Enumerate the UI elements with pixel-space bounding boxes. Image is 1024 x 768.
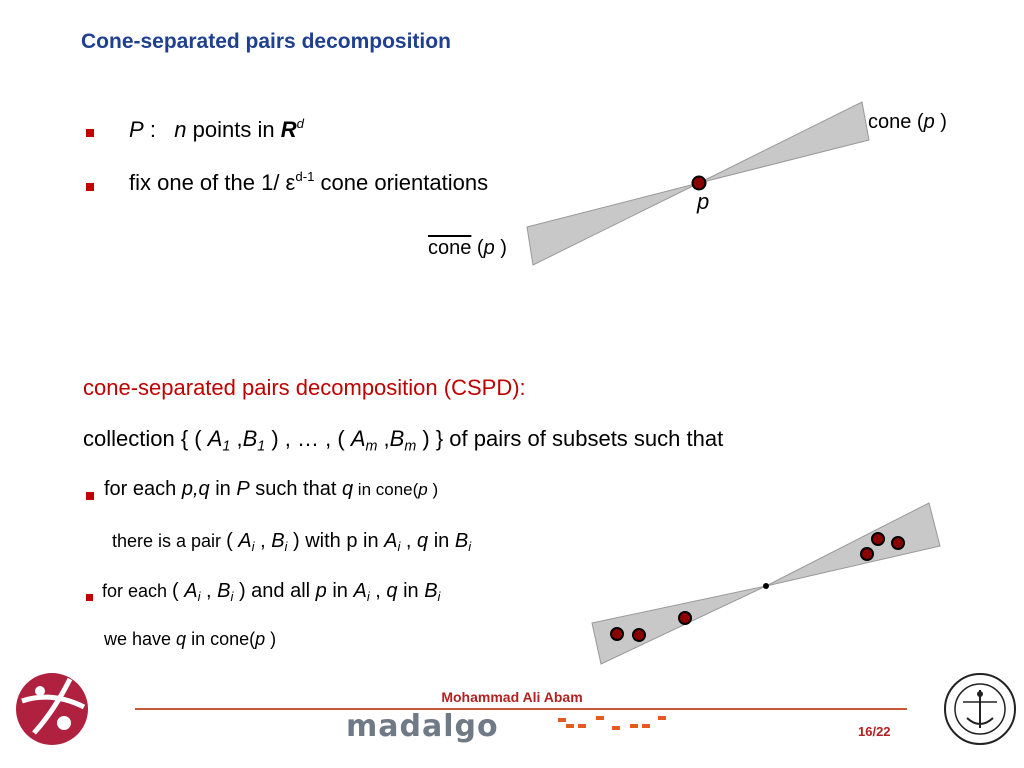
cspd-condition-2b: we have q in cone(p ): [104, 629, 277, 649]
cone-p-label: cone (p ): [868, 111, 947, 133]
cspd-condition-1: for each p,q in P such that q in cone(p …: [104, 478, 439, 500]
point-a1: [678, 611, 692, 625]
cone-p-region: [698, 101, 870, 184]
bullet-marker-2: [86, 178, 94, 196]
cone-bar-p-region: [526, 182, 700, 266]
point-a2: [610, 627, 624, 641]
university-logo-left: [16, 673, 88, 745]
point-b2: [891, 536, 905, 550]
point-b1: [871, 532, 885, 546]
bullet-marker-1: [86, 124, 94, 142]
university-seal-right: [944, 673, 1016, 745]
cone-region-upper: [765, 502, 941, 587]
footer-divider: [135, 708, 907, 710]
point-b3: [860, 547, 874, 561]
cone-bar-p-label: cone (p ): [428, 237, 507, 259]
bullet-marker-3: [86, 487, 94, 505]
cspd-condition-2: for each ( Ai , Bi ) and all p in Ai , q…: [102, 580, 441, 604]
cone-region-lower: [591, 585, 767, 665]
page-number: 16/22: [858, 724, 891, 739]
madalgo-logo-dashes: [558, 716, 666, 730]
point-a3: [632, 628, 646, 642]
slide-title: Cone-separated pairs decomposition: [81, 30, 451, 53]
cspd-collection: collection { ( A1 ,B1 ) , … , ( Am ,Bm )…: [83, 426, 724, 455]
footer-author: Mohammad Ali Abam: [441, 689, 583, 705]
cone-diagram-top: [526, 101, 870, 266]
bullet-marker-4: [86, 588, 93, 606]
cspd-heading: cone-separated pairs decomposition (CSPD…: [83, 375, 526, 400]
point-p-label: p: [697, 189, 710, 214]
bullet-1: P : n points in Rd: [129, 116, 304, 143]
apex-point: [763, 583, 769, 589]
madalgo-logo: madalgo: [346, 709, 499, 744]
point-p: [691, 175, 707, 191]
bullet-2: fix one of the 1/ εd-1 cone orientations: [129, 169, 489, 196]
cspd-condition-1b: there is a pair ( Ai , Bi ) with p in Ai…: [112, 530, 472, 554]
